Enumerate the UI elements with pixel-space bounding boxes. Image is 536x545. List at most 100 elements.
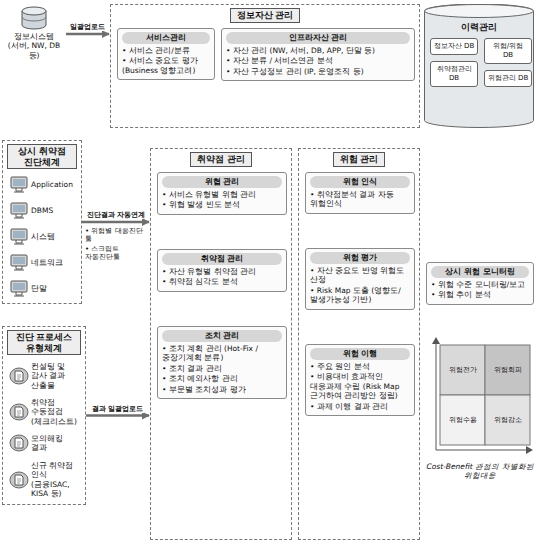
asset-group: 서비스관리 • 서비스 관리/분류• 서비스 중요도 평가 (Business 영… — [110, 4, 420, 128]
box-heading: 조치 관리 — [162, 330, 282, 342]
document-icon — [9, 367, 29, 385]
document-icon — [9, 434, 29, 452]
system-icon — [9, 176, 29, 194]
box-heading: 상시 위험 모니터링 — [431, 266, 529, 278]
quadrant-label: 위험수용 — [440, 416, 485, 424]
edge-label: 진단결과 자동연계 — [86, 211, 146, 219]
risk-group: 위험 인식 • 취약점분석 결과 자동 위험인식위험 평가 • 자산 중요도 반영 … — [298, 148, 420, 540]
axis-line — [436, 342, 437, 450]
box-heading: 취약점 관리 — [162, 253, 282, 265]
bullet-text: • 서비스 관리/분류 — [122, 46, 210, 55]
box-text: 취약점 수동점검 (체크리스트) — [31, 398, 81, 426]
quadrant-label: 위험전가 — [440, 366, 485, 374]
target-item: 네트워크 — [7, 252, 79, 274]
axis-line — [436, 450, 527, 451]
source-item: 컨설팅 및 감사 결과 산출물 — [7, 360, 83, 392]
axis-arrow — [526, 446, 533, 454]
history-cylinder: 정보자산 DB 위협/위험 DB 취약점관리 DB 위험관리 DB 이력관리 — [424, 4, 534, 128]
quadrant-label: 위험회피 — [485, 366, 530, 374]
process-box: 서비스관리 • 서비스 관리/분류• 서비스 중요도 평가 (Business 영… — [117, 28, 215, 80]
process-box: 조치 관리• 조치 계획 관리 (Hot-Fix / 중장기계획 분류)• 조치… — [157, 326, 287, 399]
bullet-text: • 조치 결과 관리 — [162, 364, 282, 373]
box-heading: 위험 관리 — [333, 152, 386, 167]
db-box: 정보자산 DB — [430, 38, 478, 55]
risk-map-grid — [432, 337, 533, 454]
bullet-text: • Risk Map 도출 (영향도/발생가능성 기반) — [310, 286, 410, 305]
box-text: 정보자산 DB — [433, 42, 475, 51]
box-text: Application — [31, 180, 73, 189]
chart-caption: Cost-Benefit 관점의 차별화된 위험대응 — [426, 462, 534, 480]
process-box: 위협 관리• 서비스 유형별 위협 관리• 위협 발생 빈도 분석 — [157, 172, 287, 215]
bullet-text: • 위험 수준 모니터링/보고 — [431, 280, 529, 289]
quadrant-label: 위험감소 — [485, 416, 530, 424]
bullet-text: • 부문별 조치성과 평가 — [162, 385, 282, 394]
system-icon — [9, 280, 29, 298]
quadrant-cell — [485, 395, 530, 445]
bullet-text: • 조치 예외사항 관리 — [162, 374, 282, 383]
process-box: 위험 평가 • 자산 중요도 반영 위험도 산정• Risk Map 도출 (영향… — [305, 248, 415, 310]
db-box: 위협/위험 DB — [484, 38, 532, 64]
bullet-text: • 취약점분석 결과 자동 위험인식 — [310, 190, 410, 209]
axis-arrow — [432, 337, 440, 344]
db-box: 취약점관리 DB — [430, 61, 478, 87]
box-text: 컨설팅 및 감사 결과 산출물 — [31, 362, 81, 390]
system-icon — [9, 254, 29, 272]
flow-arrow — [66, 33, 109, 36]
bullet-text: • 조치 계획 관리 (Hot-Fix / 중장기계획 분류) — [162, 344, 282, 363]
bullet-text: • 주요 원인 분석 — [310, 362, 410, 371]
box-text: 시스템 — [31, 232, 55, 241]
target-item: 단말 — [7, 278, 79, 300]
bullet-text: • 위험 추이 분석 — [431, 290, 529, 299]
target-item: 시스템 — [7, 226, 79, 248]
db-box: 위험관리 DB — [484, 70, 532, 87]
tool-note: • 위협별 대응진단 툴 — [85, 227, 144, 244]
box-heading: 취약점 관리 — [190, 152, 252, 167]
bullet-text: • 위협 발생 빈도 분석 — [162, 200, 282, 209]
target-item: DBMS — [7, 200, 79, 222]
box-heading: 상시 취약점 진단체계 — [7, 144, 77, 169]
bullet-text: • 자산 관리 (NW, 서버, DB, APP, 단말 등) — [226, 46, 410, 55]
box-heading: 진단 프로세스 유형체계 — [7, 330, 81, 355]
box-text: 모의해킹 결과 — [31, 434, 81, 453]
target-item: Application — [7, 174, 79, 196]
monitoring-box: 상시 위험 모니터링 • 위험 수준 모니터링/보고• 위험 추이 분석 — [426, 262, 534, 305]
source-item: 취약점 수동점검 (체크리스트) — [7, 396, 83, 428]
process-box: 취약점 관리• 자산 유형별 취약점 관리• 취약점 심각도 분석 — [157, 249, 287, 292]
box-text: 취약점관리 DB — [433, 65, 475, 83]
process-type-group: 컨설팅 및 감사 결과 산출물취약점 수동점검 (체크리스트) 모의해킹 결과신규… — [2, 326, 86, 505]
quadrant-cell — [440, 395, 485, 445]
database-icon — [19, 6, 49, 30]
vulnerability-group: 위협 관리• 서비스 유형별 위협 관리• 위협 발생 빈도 분석취약점 관리•… — [150, 148, 292, 540]
flow-arrow — [82, 221, 149, 224]
quadrant-cell — [485, 345, 530, 395]
document-icon — [9, 403, 29, 421]
process-box: 위험 이행• 주요 원인 분석• 비용대비 효과적인 대응과제 수립 (Risk… — [305, 344, 415, 416]
bullet-text: • 비용대비 효과적인 대응과제 수립 (Risk Map 근거하여 관리방안 … — [310, 372, 410, 400]
box-text: DBMS — [31, 206, 53, 215]
bullet-text: • 자산 중요도 반영 위험도 산정 — [310, 266, 410, 285]
box-heading: 위협 관리 — [162, 176, 282, 188]
edge-label: 결과 일괄업로드 — [91, 405, 144, 413]
box-heading: 인프라자산 관리 — [226, 32, 410, 44]
bullet-text: • 서비스 중요도 평가 (Business 영향고려) — [122, 56, 210, 75]
box-heading: 이력관리 — [428, 22, 530, 33]
box-heading: 위험 평가 — [310, 252, 410, 264]
bullet-text: • 자산 유형별 취약점 관리 — [162, 267, 282, 276]
system-icon — [9, 202, 29, 220]
diagnosis-group: ApplicationDBMS 시스템네트워크단말 상시 취약점 진단체계 — [2, 140, 82, 304]
tool-note: • 스크립트 자동진단툴 — [85, 245, 144, 262]
box-text: 정보시스템 (서버, NW, DB 등) — [3, 32, 65, 60]
document-icon — [9, 471, 29, 489]
source-item: 모의해킹 결과 — [7, 432, 83, 455]
system-icon — [9, 228, 29, 246]
box-heading: 위험 인식 — [310, 176, 410, 188]
source-item: 신규 취약점 인식 (금융ISAC, KISA 등) — [7, 459, 83, 501]
box-heading: 정보자산 관리 — [230, 8, 301, 23]
box-text: 신규 취약점 인식 (금융ISAC, KISA 등) — [31, 461, 81, 499]
box-heading: 서비스관리 — [122, 32, 210, 44]
bullet-text: • 과제 이행 결과 관리 — [310, 402, 410, 411]
process-box: 인프라자산 관리• 자산 관리 (NW, 서버, DB, APP, 단말 등)•… — [221, 28, 415, 81]
edge-label: 일괄업로드 — [69, 23, 106, 31]
box-text: 위험관리 DB — [487, 74, 529, 83]
box-text: 네트워크 — [31, 258, 63, 267]
